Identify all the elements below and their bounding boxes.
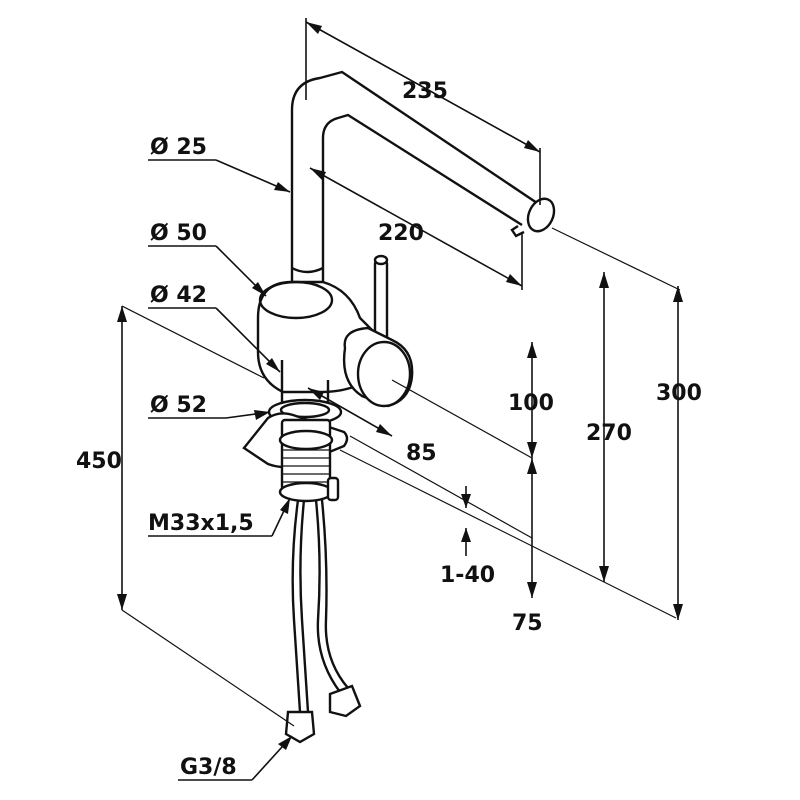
label-diameter-50: Ø 50 xyxy=(150,221,207,246)
label-100: 100 xyxy=(508,391,554,416)
faucet-body xyxy=(242,70,556,744)
hose-right xyxy=(314,499,349,693)
spout-collar xyxy=(291,266,324,274)
threaded-shank xyxy=(278,418,340,503)
label-75: 75 xyxy=(512,611,543,636)
dimension-labels: 235 220 Ø 25 Ø 50 Ø 42 Ø 52 M33x1,5 G3/8… xyxy=(76,79,702,780)
label-450: 450 xyxy=(76,449,122,474)
hose-nut-right xyxy=(328,684,362,718)
label-270: 270 xyxy=(586,421,632,446)
dimension-lines xyxy=(117,18,683,781)
spout-nozzle xyxy=(526,197,556,233)
label-300: 300 xyxy=(656,381,702,406)
hose-nut-left xyxy=(284,710,316,744)
body-top xyxy=(258,280,334,320)
spout-outline xyxy=(290,70,541,300)
label-diameter-42: Ø 42 xyxy=(150,283,207,308)
flange-inner xyxy=(279,401,331,419)
lever-stem-top xyxy=(373,254,389,266)
label-diameter-25: Ø 25 xyxy=(150,135,207,160)
label-220: 220 xyxy=(378,221,424,246)
hose-left xyxy=(291,499,310,713)
label-diameter-52: Ø 52 xyxy=(150,393,207,418)
spout-aerator xyxy=(510,225,525,238)
label-1-40: 1-40 xyxy=(440,563,495,588)
label-235: 235 xyxy=(402,79,448,104)
label-hose-connection: G3/8 xyxy=(180,755,237,780)
label-thread: M33x1,5 xyxy=(148,511,254,536)
label-85: 85 xyxy=(406,441,437,466)
handle-knob-face xyxy=(356,340,412,408)
